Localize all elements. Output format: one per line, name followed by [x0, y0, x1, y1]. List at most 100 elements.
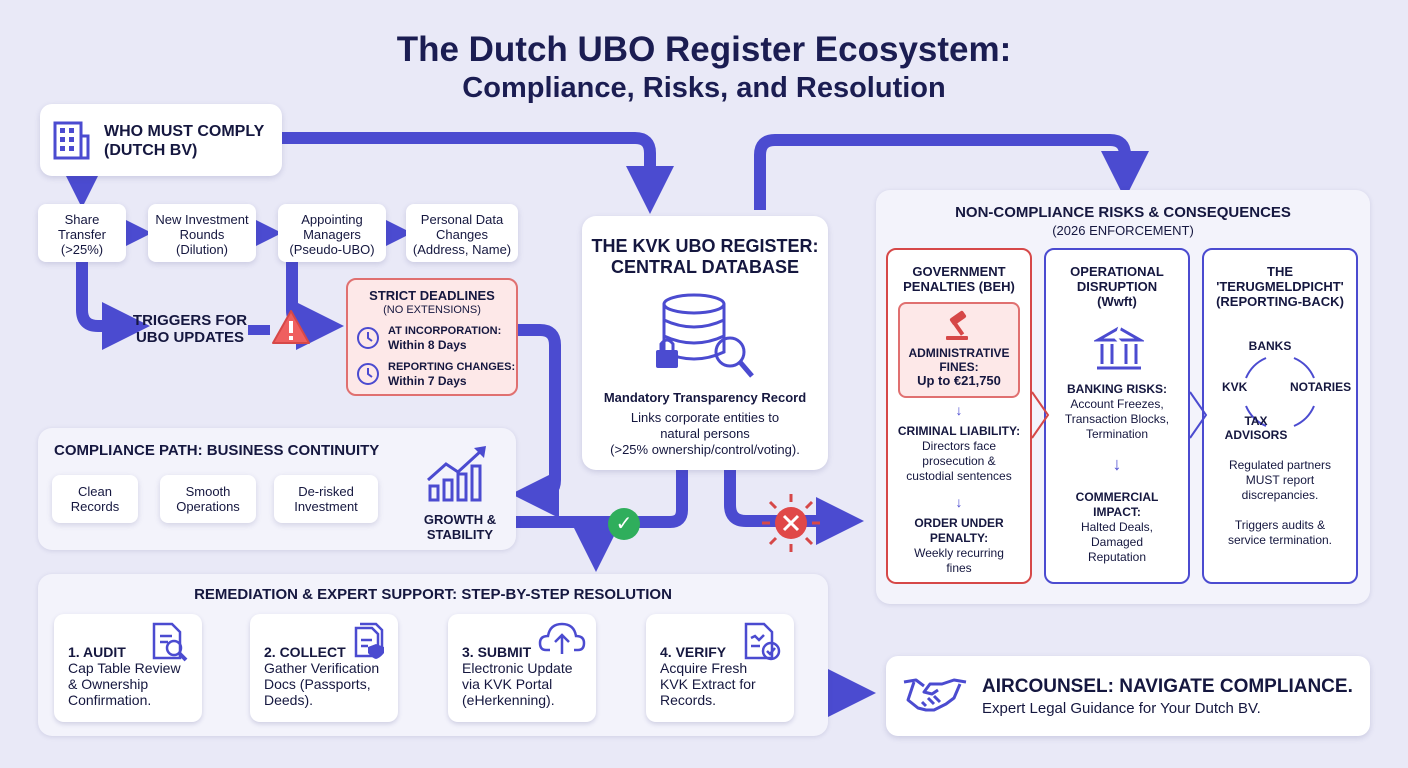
page-title: The Dutch UBO Register Ecosystem:	[396, 30, 1012, 69]
criminal-line: custodial sentences	[906, 469, 1012, 483]
trigger-line: Managers	[303, 227, 361, 242]
step-head: 4. VERIFY	[660, 644, 727, 660]
kvk-register-card: THE KVK UBO REGISTER: CENTRAL DATABASE M…	[582, 216, 828, 470]
commercial-label: IMPACT:	[1093, 505, 1141, 519]
trigger-line: (Address, Name)	[412, 242, 512, 257]
continuity-line: Clean	[78, 484, 112, 499]
step-line: KVK Extract for	[660, 676, 756, 692]
step-line: Records.	[660, 692, 717, 708]
deadlines-title: STRICT DEADLINES	[369, 288, 495, 303]
trigger-line: Personal Data	[420, 212, 504, 227]
who-must-comply-card: WHO MUST COMPLY (DUTCH BV)	[40, 104, 282, 176]
step-collect: 2. COLLECT Gather Verification Docs (Pas…	[250, 614, 398, 722]
handshake-icon	[903, 678, 967, 712]
banking-line: Transaction Blocks,	[1064, 412, 1170, 426]
criminal-label: CRIMINAL LIABILITY:	[897, 424, 1021, 438]
step-line: Cap Table Review	[68, 660, 181, 676]
database-lock-icon	[656, 293, 754, 378]
strict-deadlines-card: STRICT DEADLINES (NO EXTENSIONS) AT INCO…	[346, 278, 518, 396]
report-text-line: discrepancies.	[1241, 488, 1319, 502]
chevron-right-icon	[1189, 391, 1208, 439]
banking-line: Account Freezes,	[1070, 397, 1164, 411]
commercial-line: Halted Deals,	[1080, 520, 1154, 534]
aircounsel-cta[interactable]: AIRCOUNSEL: NAVIGATE COMPLIANCE. Expert …	[886, 656, 1370, 736]
triggers-label-line: UBO UPDATES	[135, 329, 245, 346]
continuity-line: Smooth	[185, 484, 231, 499]
who-label-line1: WHO MUST COMPLY	[104, 123, 265, 140]
failure-x-icon	[762, 494, 820, 552]
commercial-label: COMMERCIAL	[1075, 490, 1159, 504]
triggers-label: TRIGGERS FOR UBO UPDATES	[130, 312, 250, 346]
government-penalties-column: GOVERNMENT PENALTIES (BEH) ADMINISTRATIV…	[886, 248, 1032, 584]
success-check-icon: ✓	[608, 508, 640, 540]
order-line: fines	[946, 561, 972, 575]
aircounsel-title: AIRCOUNSEL: NAVIGATE COMPLIANCE.	[982, 676, 1353, 697]
compliance-path-panel: COMPLIANCE PATH: BUSINESS CONTINUITY Cle…	[38, 428, 516, 550]
ops-title-line: (Wwft)	[1097, 294, 1137, 309]
ops-title-line: DISRUPTION	[1076, 279, 1158, 294]
risks-title: NON-COMPLIANCE RISKS & CONSEQUENCES	[955, 204, 1291, 221]
step-audit: 1. AUDIT Cap Table Review & Ownership Co…	[54, 614, 202, 722]
trigger-line: Transfer	[58, 227, 106, 242]
step-line: Confirmation.	[68, 692, 152, 708]
step-verify: 4. VERIFY Acquire Fresh KVK Extract for …	[646, 614, 794, 722]
continuity-item: De-risked Investment	[274, 475, 378, 523]
growth-label-line: STABILITY	[426, 527, 494, 542]
document-search-icon	[152, 622, 188, 662]
criminal-line: Directors face	[921, 439, 997, 453]
trigger-share-transfer: Share Transfer (>25%)	[38, 204, 126, 262]
cycle-arrows-icon	[1245, 357, 1315, 427]
gov-title-line: PENALTIES (BEH)	[903, 279, 1015, 294]
step-line: (eHerkenning).	[462, 692, 555, 708]
report-text-line: service termination.	[1227, 533, 1333, 547]
continuity-line: Operations	[176, 499, 240, 514]
trigger-line: Share	[64, 212, 100, 227]
trigger-line: Appointing	[301, 212, 363, 227]
commercial-line: Damaged	[1090, 535, 1144, 549]
deadline-value: Within 8 Days	[388, 338, 467, 352]
criminal-line: prosecution &	[922, 454, 996, 468]
step-line: Electronic Update	[462, 660, 573, 676]
reporting-back-column: THE 'TERUGMELDPICHT' (REPORTING-BACK) BA…	[1202, 248, 1358, 584]
ops-title-line: OPERATIONAL	[1070, 264, 1164, 279]
report-title-line: (REPORTING-BACK)	[1216, 294, 1344, 309]
register-record: Mandatory Transparency Record	[603, 390, 807, 405]
remediation-title: REMEDIATION & EXPERT SUPPORT: STEP-BY-ST…	[194, 586, 672, 603]
who-label-line2: (DUTCH BV)	[104, 142, 198, 159]
continuity-item: Clean Records	[52, 475, 138, 523]
cloud-upload-icon	[538, 622, 586, 654]
down-arrow-icon: ↓	[1112, 454, 1122, 474]
trigger-line: Rounds	[179, 227, 225, 242]
deadline-label: REPORTING CHANGES:	[388, 361, 516, 373]
deadline-label: AT INCORPORATION:	[388, 325, 502, 337]
gavel-icon	[946, 310, 968, 340]
order-label: ORDER UNDER	[914, 516, 1004, 530]
page-subtitle: Compliance, Risks, and Resolution	[462, 72, 946, 104]
growth-chart-icon	[427, 446, 486, 502]
trigger-appointing-managers: Appointing Managers (Pseudo-UBO)	[278, 204, 386, 262]
fines-label-line: FINES:	[939, 360, 979, 374]
risks-subtitle: (2026 ENFORCEMENT)	[1052, 223, 1194, 238]
administrative-fines-box: ADMINISTRATIVE FINES: Up to €21,750	[898, 302, 1020, 398]
report-text-line: Triggers audits &	[1234, 518, 1326, 532]
report-text-line: Regulated partners	[1228, 458, 1332, 472]
report-text-line: MUST report	[1245, 473, 1315, 487]
aircounsel-subtitle: Expert Legal Guidance for Your Dutch BV.	[982, 700, 1261, 717]
banking-line: Termination	[1085, 427, 1149, 441]
cycle-tax: TAX	[1244, 414, 1268, 428]
continuity-line: De-risked	[298, 484, 354, 499]
commercial-line: Reputation	[1087, 550, 1147, 564]
step-line: Deeds).	[264, 692, 314, 708]
chevron-right-icon	[1031, 391, 1050, 439]
broken-bank-icon	[1094, 325, 1144, 370]
cycle-kvk: KVK	[1222, 380, 1248, 394]
banking-label: BANKING RISKS:	[1066, 382, 1167, 396]
building-icon	[53, 121, 90, 160]
order-label: PENALTY:	[929, 531, 989, 545]
step-line: & Ownership	[68, 676, 149, 692]
growth-label-line: GROWTH &	[423, 512, 497, 527]
clock-icon	[357, 327, 379, 349]
register-desc-line: natural persons	[660, 426, 750, 441]
continuity-item: Smooth Operations	[160, 475, 256, 523]
register-title-line1: THE KVK UBO REGISTER:	[591, 236, 819, 256]
